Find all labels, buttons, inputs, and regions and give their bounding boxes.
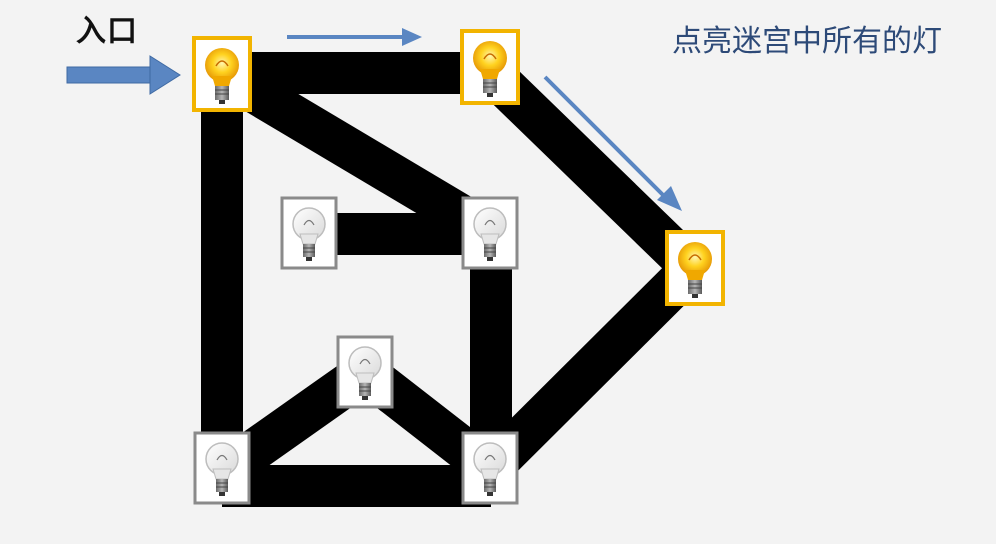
bulb-unlit-icon [336,335,394,409]
bulb-unlit-icon [461,431,519,505]
bulb-unlit-icon [280,196,338,270]
corridor-top-right-diagonal [476,57,707,284]
bulb-unlit-icon [193,431,251,505]
corridor-diagonal-inner [211,54,502,252]
arrow-right-icon [287,28,422,46]
goal-title: 点亮迷宫中所有的灯 [672,24,942,59]
bulb-unlit-icon [461,196,519,270]
entrance-label: 入口 [76,14,138,49]
arrow-right-icon [66,55,181,95]
corridor-lower-right-diagonal [476,253,707,483]
bulb-lit-icon [665,230,725,306]
arrow-down-right-icon [543,75,682,211]
maze-corridors [201,52,707,507]
bulbs [192,29,725,505]
bulb-lit-icon [192,36,252,112]
arrows [66,28,682,211]
bulb-lit-icon [460,29,520,105]
